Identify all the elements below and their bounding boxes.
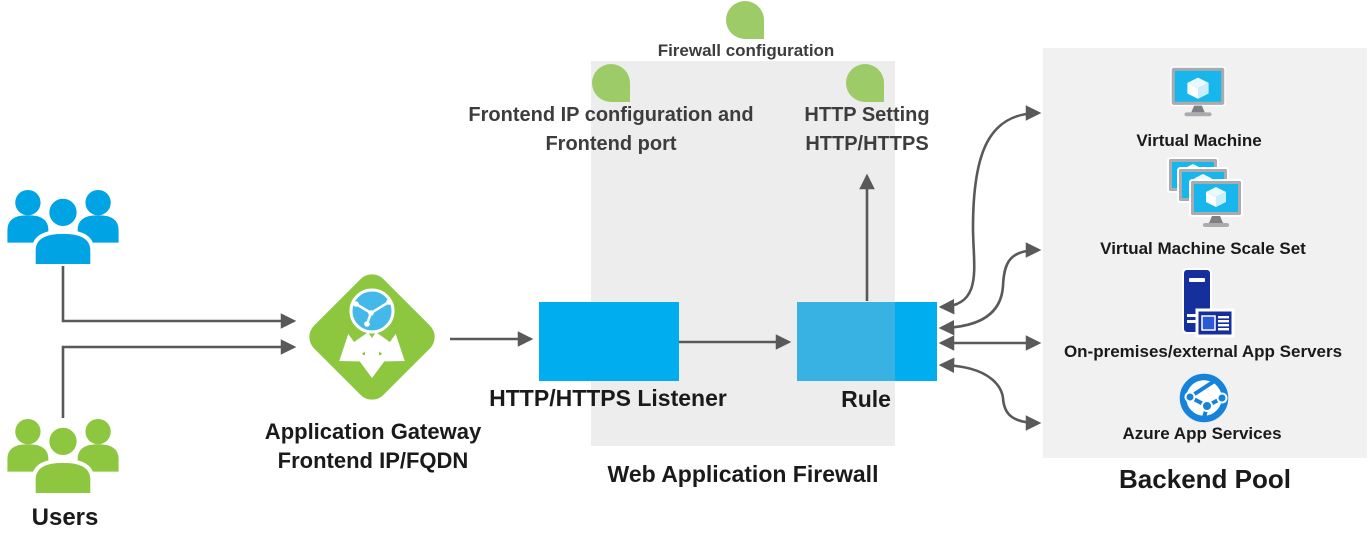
virtual-machine-scale-set-label: Virtual Machine Scale Set bbox=[1100, 239, 1306, 258]
frontend-ip-configuration-label: Frontend IP configuration and Frontend p… bbox=[468, 101, 753, 159]
users-blue-icon bbox=[7, 189, 119, 266]
application-gateway-label-line2: Frontend IP/FQDN bbox=[277, 447, 469, 473]
frontend-ip-configuration-label-line1: Frontend IP configuration and bbox=[468, 104, 754, 126]
virtual-machine-icon bbox=[1170, 66, 1226, 117]
application-gateway-label-line1: Application Gateway bbox=[264, 419, 482, 444]
frontend-ip-configuration-label-line2: Frontend port bbox=[545, 133, 677, 155]
web-application-firewall-box bbox=[591, 61, 895, 446]
arrow-rule-to-vm-scale-set bbox=[938, 242, 1042, 336]
virtual-machine-label: Virtual Machine bbox=[1136, 131, 1262, 150]
arrow-rule-to-app-services bbox=[938, 357, 1042, 431]
arrow-users-blue-to-gateway bbox=[61, 266, 297, 329]
users-green-icon bbox=[7, 418, 119, 495]
web-application-firewall-label: Web Application Firewall bbox=[607, 461, 879, 487]
virtual-machine-scale-set-icon bbox=[1167, 157, 1243, 227]
arrow-rule-to-virtual-machine bbox=[938, 105, 1042, 315]
http-listener-node bbox=[539, 302, 679, 381]
http-setting-label-line1: HTTP Setting bbox=[804, 104, 930, 126]
application-gateway-icon bbox=[309, 274, 435, 400]
http-setting-dot bbox=[846, 64, 884, 102]
application-gateway-label: Application Gateway Frontend IP/FQDN bbox=[265, 418, 481, 475]
azure-app-services-label: Azure App Services bbox=[1122, 424, 1282, 443]
azure-app-services-icon bbox=[1179, 373, 1229, 423]
firewall-configuration-dot bbox=[726, 1, 764, 39]
http-listener-label: HTTP/HTTPS Listener bbox=[489, 385, 727, 411]
on-premises-server-icon bbox=[1182, 268, 1235, 338]
http-setting-label: HTTP Setting HTTP/HTTPS bbox=[804, 101, 929, 159]
frontend-ip-configuration-dot bbox=[592, 64, 630, 102]
http-setting-label-line2: HTTP/HTTPS bbox=[805, 133, 929, 155]
backend-pool-label: Backend Pool bbox=[1119, 464, 1291, 494]
on-premises-server-label: On-premises/external App Servers bbox=[1063, 342, 1343, 361]
users-label: Users bbox=[31, 504, 99, 531]
firewall-configuration-label: Firewall configuration bbox=[657, 41, 835, 60]
rule-label: Rule bbox=[841, 386, 891, 412]
arrow-users-green-to-gateway bbox=[61, 339, 297, 418]
rule-node bbox=[797, 302, 937, 381]
